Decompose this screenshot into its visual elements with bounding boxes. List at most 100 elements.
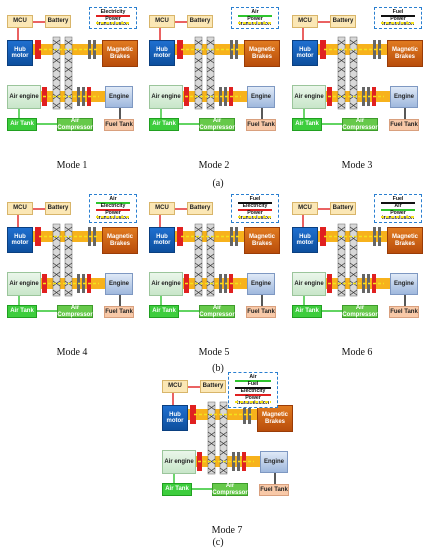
battery-block: Battery <box>45 202 71 215</box>
belt-link <box>52 66 61 73</box>
clutch <box>320 40 326 59</box>
belt <box>337 36 346 110</box>
belt-link <box>52 235 61 242</box>
belt-link <box>194 262 203 269</box>
belt-link <box>52 84 61 91</box>
belt-link <box>64 57 73 64</box>
belt-link <box>206 244 215 251</box>
air-tank-block: Air Tank <box>7 118 37 131</box>
belt-link <box>337 226 346 233</box>
belt-link <box>207 404 216 411</box>
belt-link <box>194 57 203 64</box>
belt-link <box>206 289 215 296</box>
belt-link <box>349 271 358 278</box>
belt-link <box>337 93 346 100</box>
belt <box>349 36 358 110</box>
air-tank-block: Air Tank <box>149 118 179 131</box>
magnetic-brakes-block: Magnetic Brakes <box>244 40 280 67</box>
hub-motor-block: Hub motor <box>7 40 33 66</box>
belt <box>219 401 228 475</box>
air-compressor-block: Air Compressor <box>342 118 378 131</box>
belt-link <box>206 226 215 233</box>
mode-caption: Mode 3 <box>341 160 373 171</box>
belt-link <box>194 93 203 100</box>
legend-label-fuel: Fuel <box>392 9 404 15</box>
clutch <box>177 227 183 246</box>
mode-caption: Mode 2 <box>198 160 230 171</box>
fuel-tank-block: Fuel Tank <box>104 306 134 318</box>
fuel-tank-block: Fuel Tank <box>259 484 289 496</box>
legend-label-power-transmission: Power transmission <box>238 210 272 222</box>
belt-link <box>337 102 346 109</box>
belt-link <box>194 289 203 296</box>
legend-swatch-air <box>96 202 130 204</box>
belt-link <box>219 467 228 474</box>
belt-link <box>206 75 215 82</box>
belt <box>194 223 203 297</box>
legend-swatch-fuel <box>381 202 415 204</box>
belt-link <box>349 66 358 73</box>
mcu-block: MCU <box>149 15 175 28</box>
belt-link <box>206 102 215 109</box>
hub-motor-block: Hub motor <box>149 227 175 253</box>
legend-label-electricity: Electricity <box>242 203 268 209</box>
belt <box>349 223 358 297</box>
belt-link <box>207 422 216 429</box>
legend-swatch-fuel <box>238 202 272 204</box>
belt-link <box>206 66 215 73</box>
belt-link <box>337 253 346 260</box>
belt-link <box>337 244 346 251</box>
legend-label-power-transmission: Power transmission <box>96 16 130 28</box>
drivetrain-graphic <box>172 386 276 490</box>
battery-block: Battery <box>330 15 356 28</box>
hub-motor-block: Hub motor <box>7 227 33 253</box>
belt-link <box>52 48 61 55</box>
legend-swatch-electricity <box>238 209 272 211</box>
fuel-tank-block: Fuel Tank <box>104 119 134 131</box>
engine-block: Engine <box>105 273 133 295</box>
battery-block: Battery <box>45 15 71 28</box>
belt <box>52 36 61 110</box>
belt-link <box>219 440 228 447</box>
belt-link <box>349 244 358 251</box>
subcaption-a: (a) <box>212 178 224 189</box>
belt-link <box>207 449 216 456</box>
air-tank-block: Air Tank <box>292 118 322 131</box>
mcu-block: MCU <box>149 202 175 215</box>
air-tank-block: Air Tank <box>149 305 179 318</box>
belt-link <box>337 235 346 242</box>
belt-link <box>337 289 346 296</box>
clutch <box>35 40 41 59</box>
belt-link <box>349 57 358 64</box>
belt-link <box>337 271 346 278</box>
air-tank-block: Air Tank <box>7 305 37 318</box>
drivetrain-graphic <box>159 208 263 312</box>
belt-link <box>64 84 73 91</box>
belt-link <box>64 262 73 269</box>
belt-link <box>194 253 203 260</box>
engine-block: Engine <box>105 86 133 108</box>
legend-swatch-fuel <box>381 15 415 17</box>
magnetic-brakes-block: Magnetic Brakes <box>102 227 138 254</box>
legend-swatch-air <box>235 380 271 382</box>
belt-link <box>194 84 203 91</box>
belt-link <box>349 84 358 91</box>
belt-link <box>349 262 358 269</box>
belt-link <box>207 431 216 438</box>
belt-link <box>206 262 215 269</box>
belt-link <box>337 84 346 91</box>
belt-link <box>207 413 216 420</box>
belt-link <box>52 102 61 109</box>
belt-link <box>52 289 61 296</box>
legend-label-power-transmission: Power transmission <box>381 16 415 28</box>
clutch <box>320 227 326 246</box>
engine-block: Engine <box>247 273 275 295</box>
legend-label-electricity: Electricity <box>100 203 126 209</box>
legend-swatch-electricity <box>96 15 130 17</box>
battery-block: Battery <box>187 15 213 28</box>
